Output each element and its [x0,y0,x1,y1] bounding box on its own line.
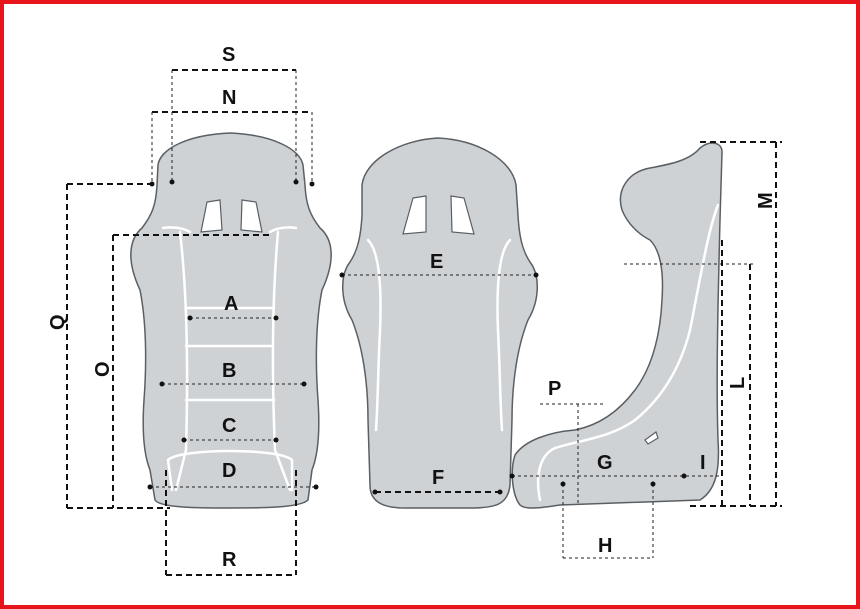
label-m: M [755,192,777,209]
label-e: E [430,251,443,273]
side-dimensions [509,141,782,559]
label-i: I [700,452,706,474]
front-view-seat [130,132,332,509]
front-dimensions [66,69,319,576]
label-o: O [92,361,114,377]
dimension-labels: S N Q O A B C D R E F M L P G I H [47,44,777,571]
back-dimensions [339,272,539,495]
label-f: F [432,467,444,489]
side-view-seat [511,142,723,509]
label-b: B [222,360,236,382]
label-g: G [597,452,613,474]
label-a: A [224,293,238,315]
label-s: S [222,44,235,66]
label-l: L [727,377,749,389]
label-q: Q [47,314,69,330]
label-d: D [222,460,236,482]
label-c: C [222,415,236,437]
label-n: N [222,87,236,109]
back-view-seat [342,137,538,509]
label-p: P [548,378,561,400]
label-h: H [598,535,612,557]
label-r: R [222,549,237,571]
